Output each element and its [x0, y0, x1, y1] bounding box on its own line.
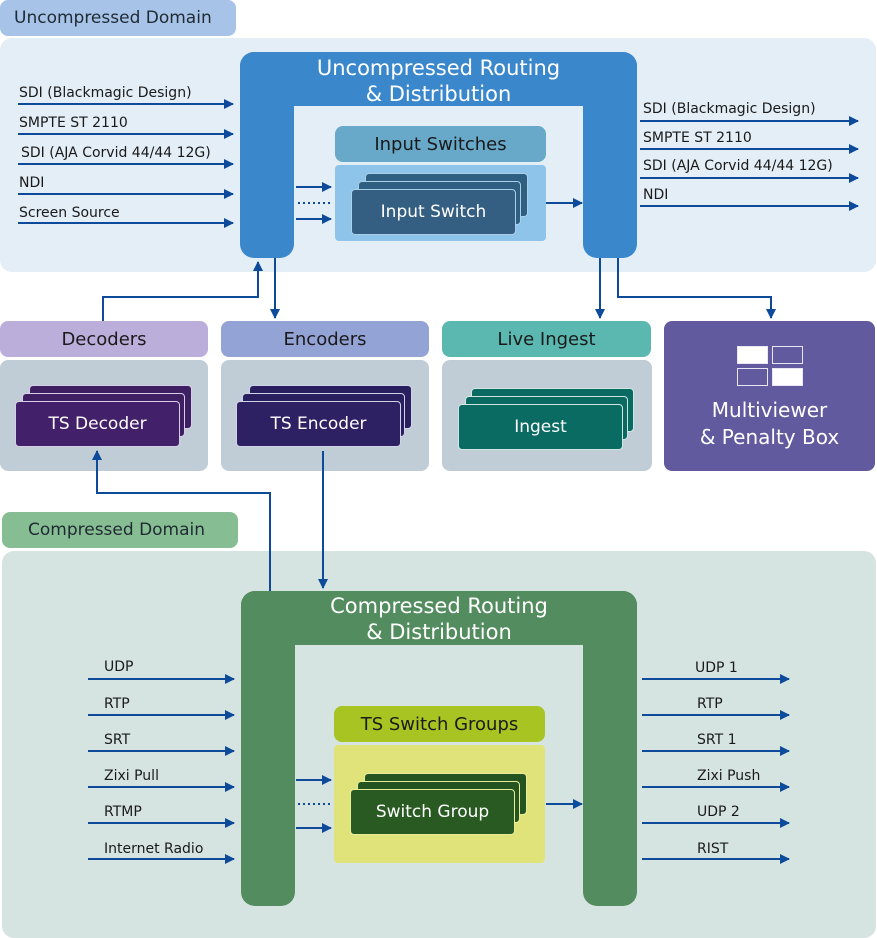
encoders-header: Encoders — [221, 321, 429, 357]
multiviewer-panel[interactable]: Multiviewer & Penalty Box — [664, 321, 875, 471]
ts-switch-groups-header: TS Switch Groups — [334, 706, 545, 742]
compressed-output-label: RTP — [697, 696, 723, 712]
compressed-input-label: RTP — [104, 696, 130, 712]
uncompressed-input-label: SMPTE ST 2110 — [19, 115, 128, 131]
uncompressed-output-label: SMPTE ST 2110 — [643, 130, 752, 146]
compressed-output-label: UDP 2 — [697, 804, 740, 820]
ingest-card[interactable]: Ingest — [458, 404, 623, 450]
uncompressed-router[interactable]: Uncompressed Routing & Distribution — [240, 52, 637, 258]
uncompressed-input-label: SDI (Blackmagic Design) — [19, 85, 192, 101]
compressed-input-label: Internet Radio — [104, 841, 204, 857]
ts-encoder-card[interactable]: TS Encoder — [236, 401, 401, 447]
compressed-router-title-1: Compressed Routing — [330, 594, 548, 618]
multiviewer-title-1: Multiviewer — [711, 398, 828, 422]
uncompressed-router-title-2: & Distribution — [365, 82, 512, 106]
uncompressed-router-title-1: Uncompressed Routing — [316, 56, 561, 80]
compressed-input-label: UDP — [104, 659, 134, 675]
uncompressed-output-label: SDI (Blackmagic Design) — [643, 101, 816, 117]
live-ingest-header: Live Ingest — [442, 321, 651, 357]
uncompressed-domain-label: Uncompressed Domain — [0, 0, 236, 36]
compressed-input-label: SRT — [104, 732, 131, 748]
compressed-input-label: RTMP — [104, 804, 142, 820]
uncompressed-input-label: SDI (AJA Corvid 44/44 12G) — [21, 145, 211, 161]
compressed-output-label: UDP 1 — [695, 660, 738, 676]
compressed-input-label: Zixi Pull — [104, 768, 159, 784]
compressed-output-label: Zixi Push — [697, 768, 761, 784]
compressed-output-label: SRT 1 — [697, 732, 737, 748]
compressed-router[interactable]: Compressed Routing & Distribution — [241, 591, 637, 906]
compressed-router-title-2: & Distribution — [366, 620, 512, 644]
compressed-domain-label: Compressed Domain — [2, 512, 238, 548]
input-switches-header: Input Switches — [335, 126, 546, 162]
multiviewer-grid-icon — [737, 346, 803, 386]
switch-group-card[interactable]: Switch Group — [350, 789, 515, 835]
input-switch-card[interactable]: Input Switch — [351, 189, 516, 235]
uncompressed-output-label: NDI — [643, 187, 669, 203]
uncompressed-input-label: Screen Source — [19, 205, 120, 221]
compressed-output-label: RIST — [697, 841, 729, 857]
decoders-header: Decoders — [0, 321, 208, 357]
uncompressed-output-label: SDI (AJA Corvid 44/44 12G) — [643, 158, 833, 174]
uncompressed-input-label: NDI — [19, 175, 45, 191]
multiviewer-title-2: & Penalty Box — [699, 425, 840, 449]
ts-decoder-card[interactable]: TS Decoder — [15, 401, 180, 447]
